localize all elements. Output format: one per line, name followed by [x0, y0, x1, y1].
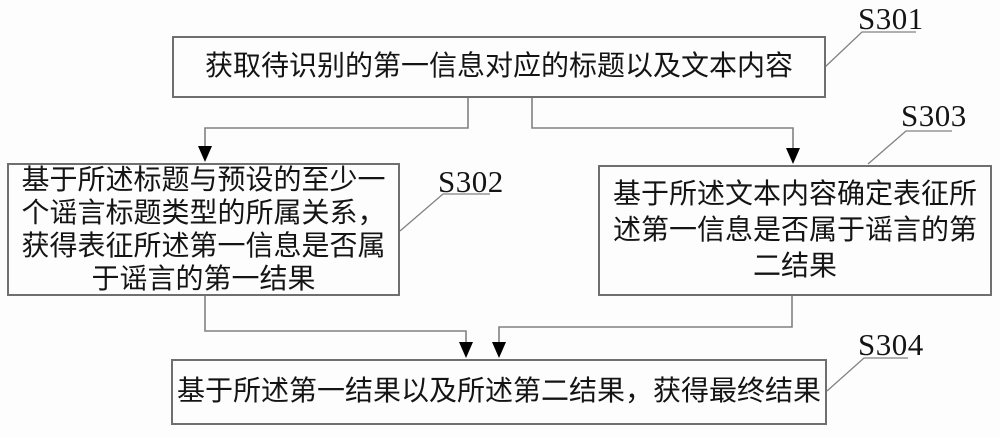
step-text-s303: 基于所述文本内容确定表征所 述第一信息是否属于谣言的第 二结果	[612, 178, 977, 282]
step-box-s303: 基于所述文本内容确定表征所 述第一信息是否属于谣言的第 二结果	[598, 165, 992, 296]
arrowhead-s303-into-s304-icon	[492, 342, 506, 358]
step-box-s304: 基于所述第一结果以及所述第二结果，获得最终结果	[171, 359, 827, 425]
leader-line-s304	[826, 357, 908, 392]
step-label-s302: S302	[438, 164, 504, 199]
connector-s301-to-s303	[531, 98, 794, 149]
step-label-s303: S303	[901, 98, 967, 133]
leader-line-s301	[824, 31, 916, 68]
connector-s302-to-s304	[204, 296, 467, 343]
arrowhead-into-s303-icon	[786, 148, 800, 164]
leader-line-s303	[867, 130, 952, 165]
step-text-s302: 基于所述标题与预设的至少一 个谣言标题类型的所属关系， 获得表征所述第一信息是否…	[21, 164, 386, 295]
step-text-s301: 获取待识别的第一信息对应的标题以及文本内容	[204, 51, 793, 82]
arrowhead-s302-into-s304-icon	[459, 342, 473, 358]
connector-s301-to-s302	[204, 98, 469, 147]
step-label-s301: S301	[858, 1, 924, 36]
step-box-s302: 基于所述标题与预设的至少一 个谣言标题类型的所属关系， 获得表征所述第一信息是否…	[7, 163, 400, 296]
leader-line-s302	[399, 193, 490, 232]
step-text-s304: 基于所述第一结果以及所述第二结果，获得最终结果	[176, 376, 821, 407]
connector-s303-to-s304	[498, 296, 793, 343]
arrowhead-into-s302-icon	[198, 146, 212, 162]
step-box-s301: 获取待识别的第一信息对应的标题以及文本内容	[172, 36, 826, 98]
step-label-s304: S304	[858, 327, 924, 362]
